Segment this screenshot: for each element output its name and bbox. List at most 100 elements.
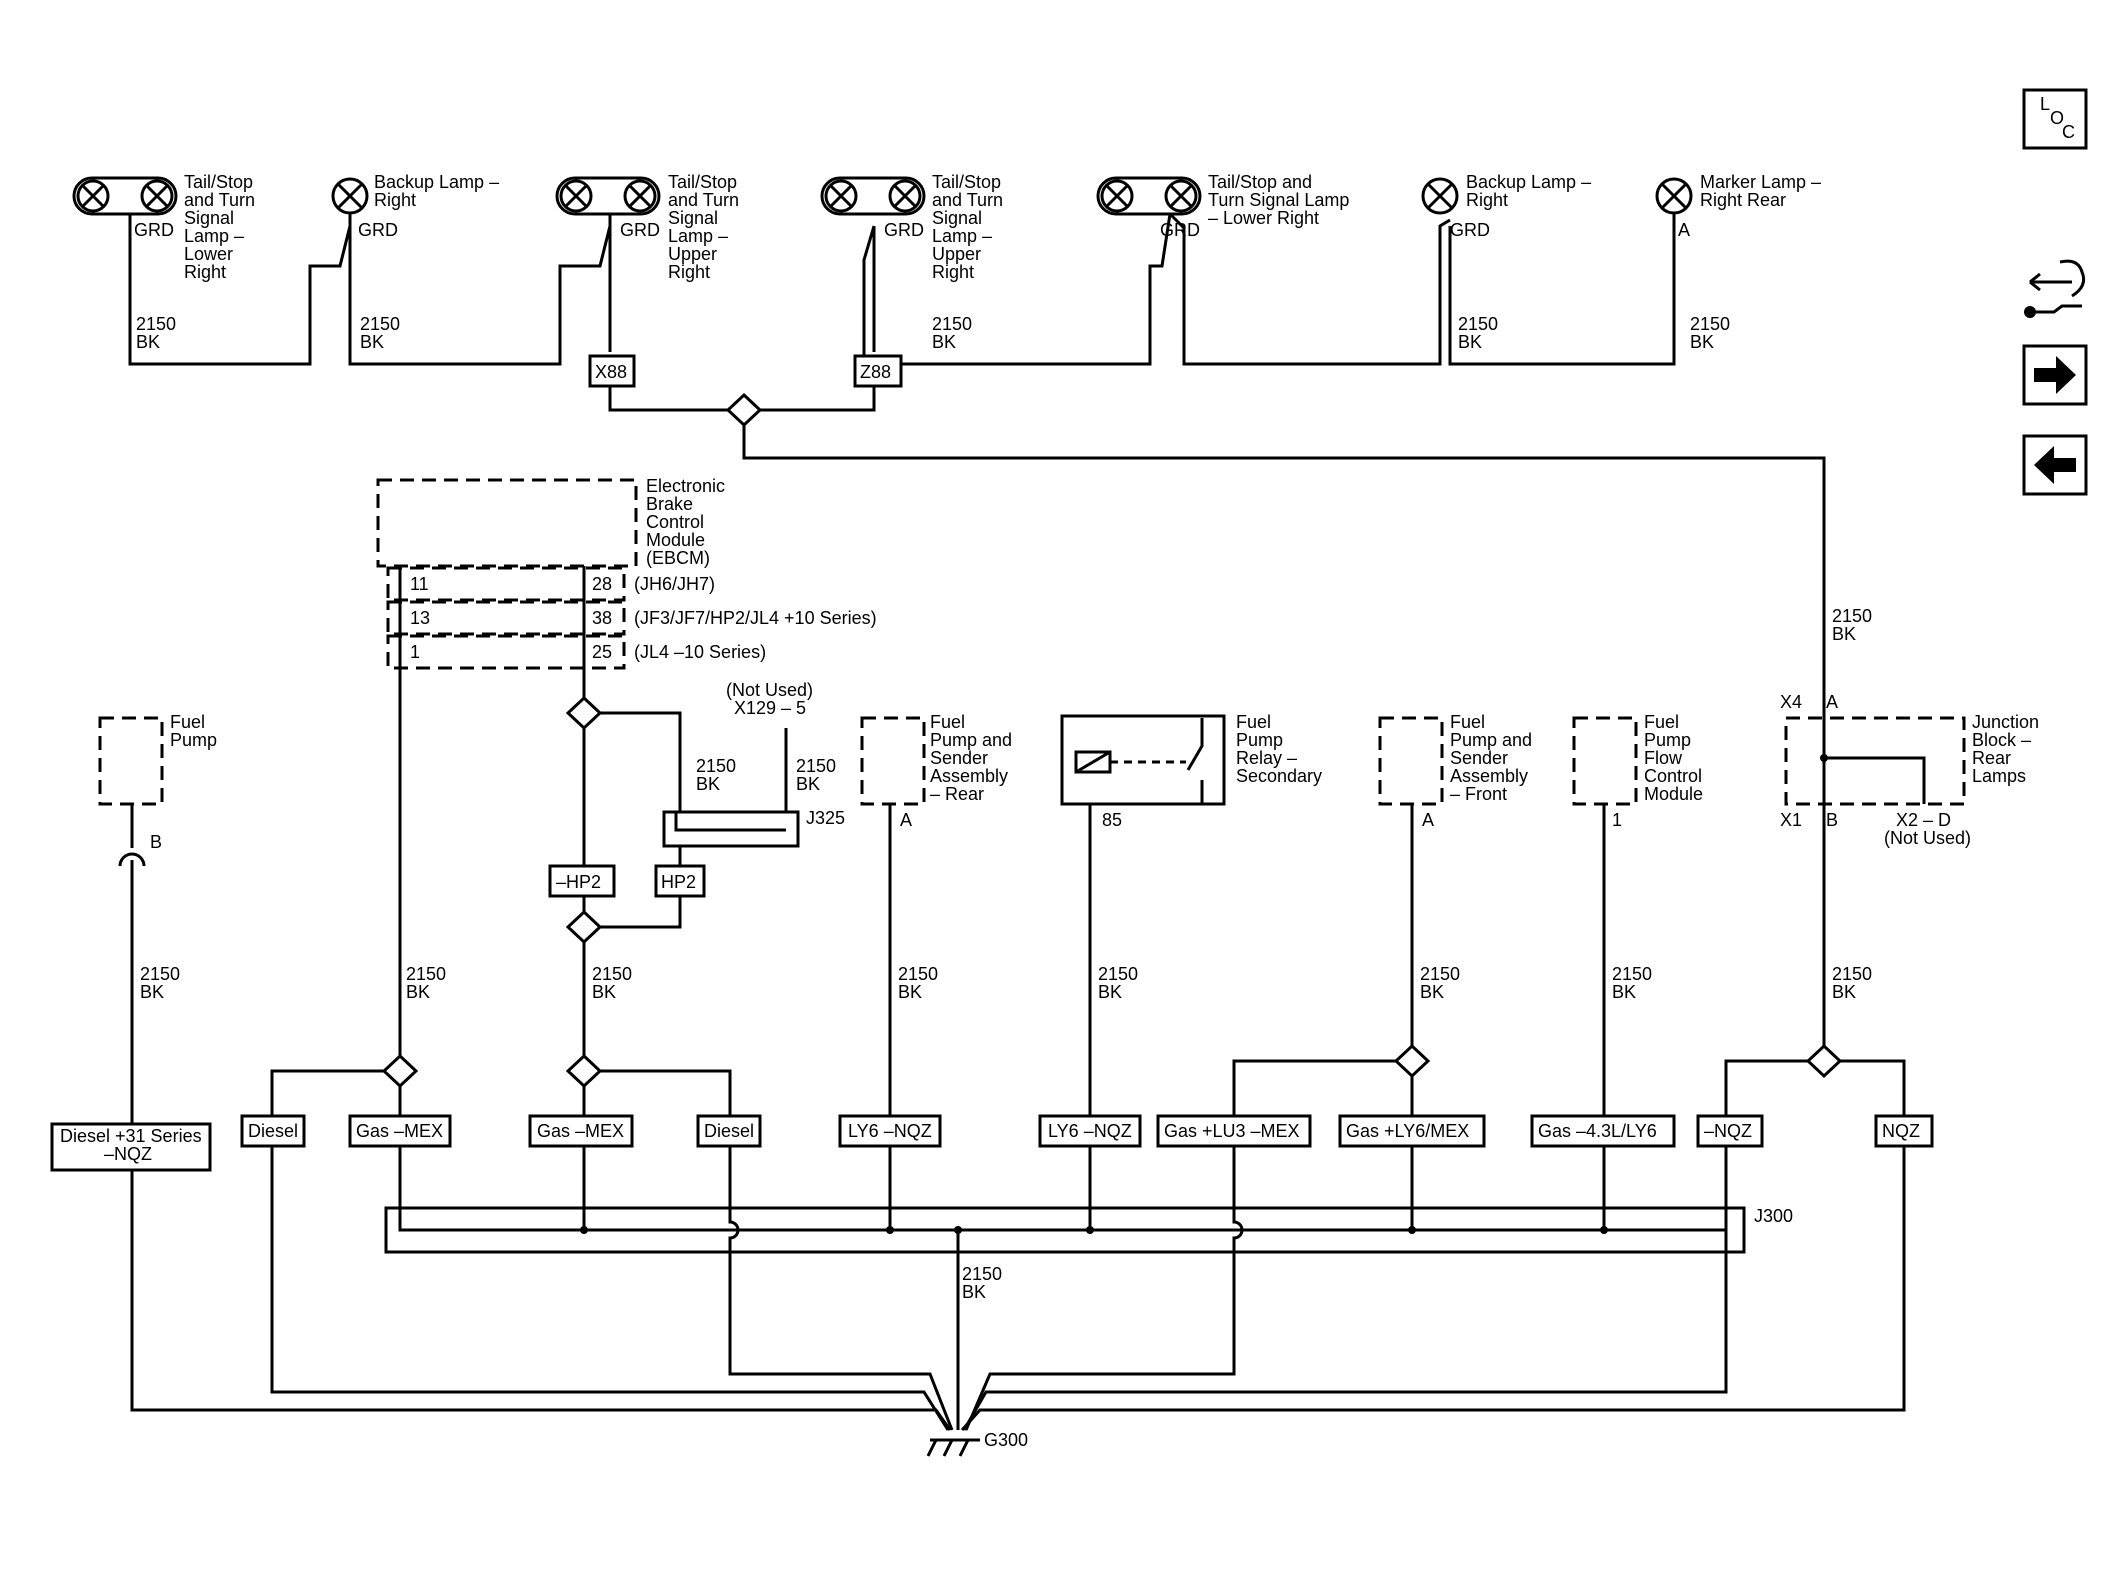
- svg-text:1: 1: [1612, 810, 1622, 830]
- svg-text:A: A: [1678, 220, 1690, 240]
- top-wiring: [128, 212, 1826, 1072]
- svg-text:Module: Module: [1644, 784, 1703, 804]
- svg-text:BK: BK: [360, 332, 384, 352]
- svg-text:LY6 –NQZ: LY6 –NQZ: [848, 1121, 932, 1141]
- svg-text:GRD: GRD: [620, 220, 660, 240]
- svg-text:Right: Right: [374, 190, 416, 210]
- svg-text:B: B: [1826, 810, 1838, 830]
- lamp-tail-stop-lower-right: GRD Tail/Stop and Turn Signal Lamp – Low…: [72, 172, 255, 282]
- grd-label: GRD: [134, 220, 174, 240]
- connector-tools-icon[interactable]: [2024, 259, 2086, 318]
- splice-jb: [1805, 1043, 1843, 1079]
- svg-text:X4: X4: [1780, 692, 1802, 712]
- svg-text:Right: Right: [668, 262, 710, 282]
- ebcm-module: Electronic Brake Control Module (EBCM) 1…: [376, 476, 877, 670]
- svg-text:Right: Right: [184, 262, 226, 282]
- lamp-tail-stop-lower-right-2: GRD Tail/Stop and Turn Signal Lamp – Low…: [1096, 172, 1349, 240]
- option-boxes: Diesel +31 Series –NQZ Diesel Gas –MEX G…: [50, 1114, 1934, 1172]
- svg-text:Sender: Sender: [1450, 748, 1508, 768]
- svg-text:85: 85: [1102, 810, 1122, 830]
- svg-text:BK: BK: [898, 982, 922, 1002]
- svg-text:and Turn: and Turn: [932, 190, 1003, 210]
- svg-text:2150: 2150: [1098, 964, 1138, 984]
- splice-ebcm-lower: [381, 1053, 419, 1089]
- svg-text:LY6 –NQZ: LY6 –NQZ: [1048, 1121, 1132, 1141]
- svg-text:Lamp –: Lamp –: [668, 226, 728, 246]
- svg-text:Backup Lamp –: Backup Lamp –: [1466, 172, 1591, 192]
- svg-text:B: B: [150, 832, 162, 852]
- svg-text:Control: Control: [646, 512, 704, 532]
- svg-text:Right: Right: [932, 262, 974, 282]
- svg-text:(Not Used): (Not Used): [1884, 828, 1971, 848]
- lamp-tail-stop-upper-right-2: GRD Tail/Stop and Turn Signal Lamp – Upp…: [820, 172, 1003, 282]
- svg-text:Lamps: Lamps: [1972, 766, 2026, 786]
- svg-text:(JL4 –10 Series): (JL4 –10 Series): [634, 642, 766, 662]
- svg-text:2150: 2150: [1832, 606, 1872, 626]
- loc-icon-c: C: [2062, 122, 2075, 142]
- svg-text:Pump: Pump: [1236, 730, 1283, 750]
- svg-text:Marker Lamp –: Marker Lamp –: [1700, 172, 1821, 192]
- svg-text:2150: 2150: [592, 964, 632, 984]
- svg-text:28: 28: [592, 574, 612, 594]
- next-page-button[interactable]: [2022, 344, 2088, 406]
- svg-text:A: A: [900, 810, 912, 830]
- svg-text:Signal: Signal: [184, 208, 234, 228]
- svg-text:Rear: Rear: [1972, 748, 2011, 768]
- svg-text:2150: 2150: [406, 964, 446, 984]
- option-z88: Z88: [853, 354, 903, 388]
- previous-page-button[interactable]: [2022, 434, 2088, 496]
- svg-text:Turn Signal Lamp: Turn Signal Lamp: [1208, 190, 1349, 210]
- svg-text:Signal: Signal: [932, 208, 982, 228]
- svg-text:BK: BK: [796, 774, 820, 794]
- splice-fpsa-front: [1393, 1043, 1431, 1079]
- svg-text:1: 1: [410, 642, 420, 662]
- lamp-backup-right-2: GRD Backup Lamp – Right: [1421, 172, 1591, 240]
- svg-text:Z88: Z88: [860, 362, 891, 382]
- svg-text:Diesel +31 Series: Diesel +31 Series: [60, 1126, 202, 1146]
- svg-text:2150: 2150: [932, 314, 972, 334]
- connector-j325: J325: [662, 808, 845, 848]
- svg-text:Backup Lamp –: Backup Lamp –: [374, 172, 499, 192]
- svg-text:Block –: Block –: [1972, 730, 2031, 750]
- svg-text:J300: J300: [1754, 1206, 1793, 1226]
- lamp-label: Tail/Stop and Turn Signal Lamp – Lower R…: [184, 172, 255, 282]
- svg-text:2150: 2150: [140, 964, 180, 984]
- svg-text:HP2: HP2: [661, 872, 696, 892]
- svg-text:Pump: Pump: [1644, 730, 1691, 750]
- loc-button[interactable]: L O C: [2022, 88, 2088, 150]
- svg-text:X1: X1: [1780, 810, 1802, 830]
- svg-text:11: 11: [410, 574, 429, 594]
- svg-text:– Front: – Front: [1450, 784, 1507, 804]
- lamp-marker-right-rear: A Marker Lamp – Right Rear: [1655, 172, 1821, 240]
- svg-text:2150: 2150: [136, 314, 176, 334]
- svg-text:– Lower Right: – Lower Right: [1208, 208, 1319, 228]
- svg-text:Tail/Stop and: Tail/Stop and: [1208, 172, 1312, 192]
- svg-text:2150: 2150: [962, 1264, 1002, 1284]
- previous-arrow-icon: [2034, 446, 2076, 484]
- svg-text:BK: BK: [592, 982, 616, 1002]
- svg-text:Gas –4.3L/LY6: Gas –4.3L/LY6: [1538, 1121, 1657, 1141]
- svg-text:BK: BK: [1612, 982, 1636, 1002]
- svg-text:NQZ: NQZ: [1882, 1121, 1920, 1141]
- svg-text:–NQZ: –NQZ: [104, 1144, 152, 1164]
- svg-text:X88: X88: [595, 362, 627, 382]
- svg-text:Lamp –: Lamp –: [932, 226, 992, 246]
- svg-text:Secondary: Secondary: [1236, 766, 1322, 786]
- fuel-pump-sender-front: Fuel Pump and Sender Assembly – Front A: [1378, 712, 1532, 1046]
- svg-text:and Turn: and Turn: [184, 190, 255, 210]
- svg-text:13: 13: [410, 608, 430, 628]
- fuel-pump-sender-rear: Fuel Pump and Sender Assembly – Rear A: [860, 712, 1012, 1124]
- svg-text:Electronic: Electronic: [646, 476, 725, 496]
- svg-text:2150: 2150: [898, 964, 938, 984]
- lamp-tail-stop-upper-right-1: GRD Tail/Stop and Turn Signal Lamp – Upp…: [555, 172, 739, 282]
- splice-gas-lower: [565, 1053, 603, 1089]
- svg-text:Gas –MEX: Gas –MEX: [356, 1121, 443, 1141]
- svg-text:BK: BK: [136, 332, 160, 352]
- svg-text:Lower: Lower: [184, 244, 233, 264]
- svg-text:2150: 2150: [360, 314, 400, 334]
- svg-text:Gas +LY6/MEX: Gas +LY6/MEX: [1346, 1121, 1469, 1141]
- option-x88: X88: [588, 354, 636, 388]
- svg-text:Fuel: Fuel: [170, 712, 205, 732]
